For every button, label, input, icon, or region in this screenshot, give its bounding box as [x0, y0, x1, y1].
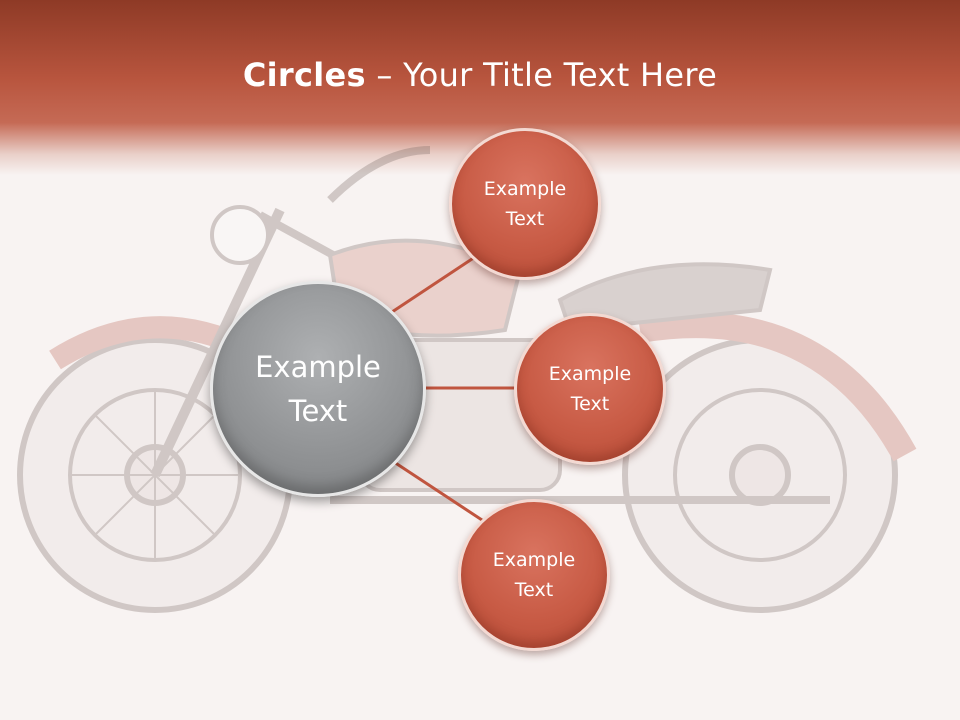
node-middle-line1: Example: [548, 363, 632, 385]
node-bottom-line2: Text: [514, 579, 554, 601]
node-circle-bottom: Example Text: [458, 499, 610, 651]
title-rest-part: – Your Title Text Here: [365, 56, 718, 94]
node-circle-top: Example Text: [449, 128, 601, 280]
center-circle-line1: Example: [255, 350, 381, 384]
title-bold-part: Circles: [242, 56, 366, 94]
node-top-line2: Text: [505, 208, 545, 230]
node-circle-middle: Example Text: [514, 313, 666, 465]
node-top-line1: Example: [483, 178, 567, 200]
connector-line-top: [391, 253, 479, 314]
center-circle: Example Text: [210, 281, 426, 497]
node-bottom-line1: Example: [492, 549, 576, 571]
slide-title: Circles – Your Title Text Here: [0, 56, 960, 94]
node-middle-line2: Text: [570, 393, 610, 415]
connector-line-bottom: [393, 460, 486, 524]
center-circle-line2: Text: [288, 394, 348, 428]
